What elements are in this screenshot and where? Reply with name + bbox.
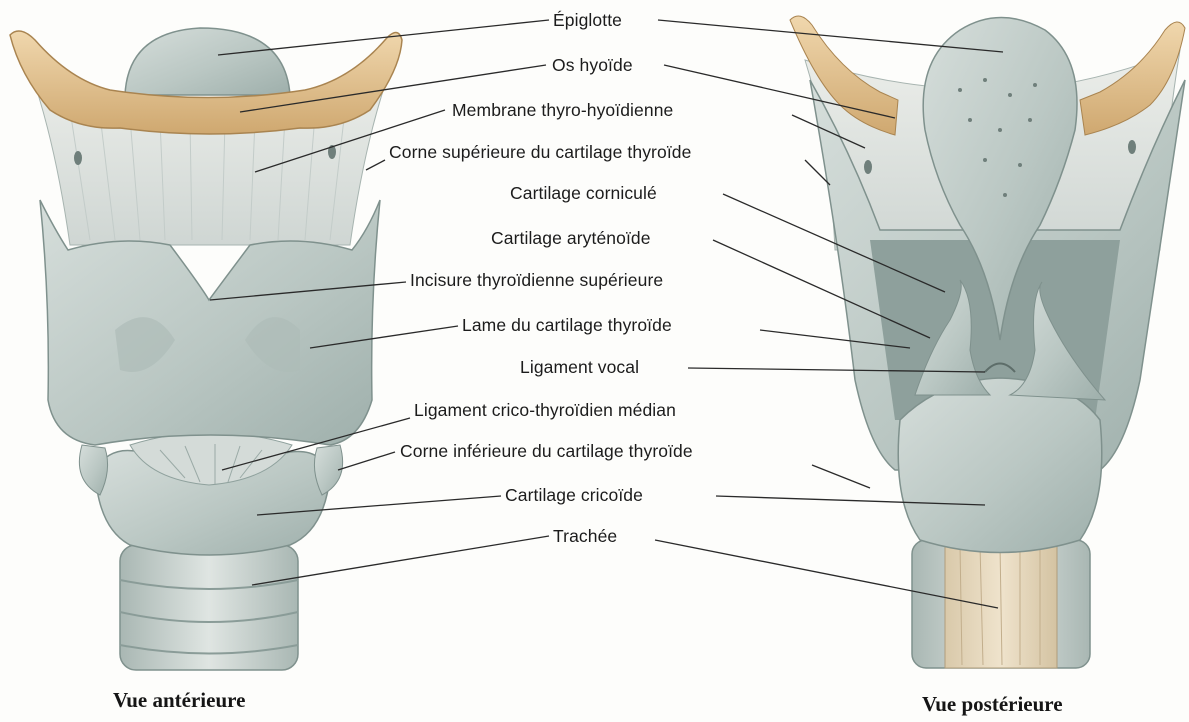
caption-vue-anterieure: Vue antérieure <box>113 688 245 713</box>
posterior-trachea <box>912 540 1090 668</box>
leader-corne-inf-right <box>812 465 870 488</box>
caption-vue-posterieure: Vue postérieure <box>922 692 1063 717</box>
anterior-trachea <box>120 545 298 670</box>
label-membrane-thyro-hyoidienne: Membrane thyro-hyoïdienne <box>452 100 673 120</box>
label-os-hyoide: Os hyoïde <box>552 55 633 75</box>
label-cartilage-arytenoide: Cartilage aryténoïde <box>491 228 651 248</box>
label-ligament-crico-thyroidien: Ligament crico-thyroïdien médian <box>414 400 676 420</box>
leader-corne-sup-left <box>366 160 385 170</box>
label-corne-superieure: Corne supérieure du cartilage thyroïde <box>389 142 691 162</box>
label-cartilage-cricoide: Cartilage cricoïde <box>505 485 643 505</box>
label-corne-inferieure: Corne inférieure du cartilage thyroïde <box>400 441 693 461</box>
posterior-view <box>790 16 1185 668</box>
label-epiglotte: Épiglotte <box>553 10 622 30</box>
label-lame-cartilage-thyroide: Lame du cartilage thyroïde <box>462 315 672 335</box>
label-cartilage-cornicule: Cartilage corniculé <box>510 183 657 203</box>
anterior-view <box>10 28 402 670</box>
posterior-cricoid <box>898 378 1102 553</box>
label-incisure-thyroidienne: Incisure thyroïdienne supérieure <box>410 270 663 290</box>
leader-corne-inf-left <box>338 452 395 470</box>
label-trachee: Trachée <box>553 526 617 546</box>
label-ligament-vocal: Ligament vocal <box>520 357 639 377</box>
anterior-epiglottis <box>125 28 290 95</box>
